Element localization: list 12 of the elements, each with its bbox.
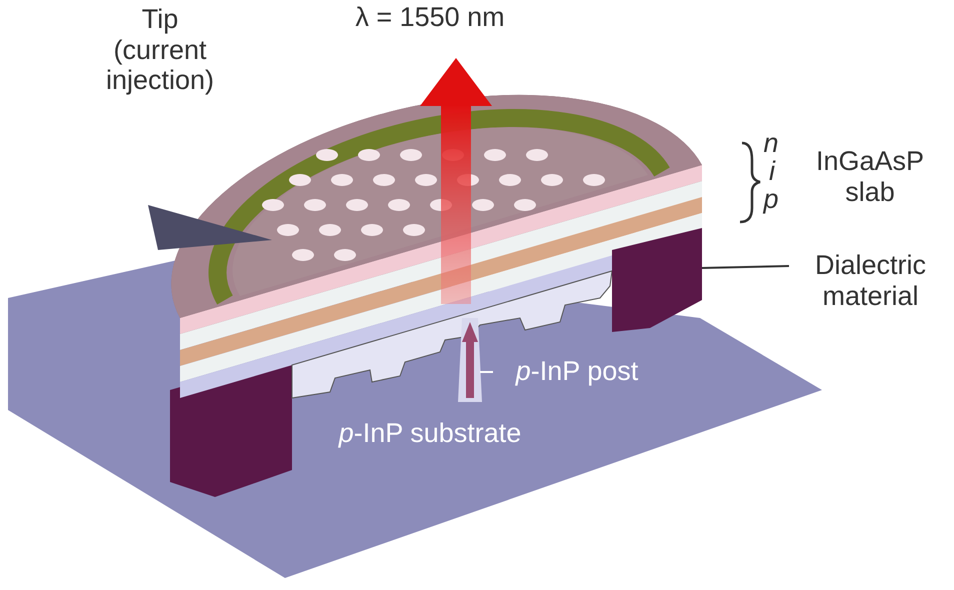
layer-letter: p (762, 184, 780, 214)
layer-letter: i (768, 156, 776, 186)
slab-label: InGaAsP slab (814, 146, 926, 207)
tip-label: Tip (current injection) (104, 4, 216, 96)
leader-line (702, 265, 790, 269)
layer-letter: n (762, 128, 780, 158)
dielectric-block (612, 228, 702, 332)
post-label: p-InP post (492, 356, 662, 386)
substrate-label: p-InP substrate (337, 418, 522, 448)
dielectric-label: Dialectric material (788, 250, 953, 311)
wavelength-label: λ = 1550 nm (354, 2, 506, 32)
leader-line (480, 371, 493, 373)
